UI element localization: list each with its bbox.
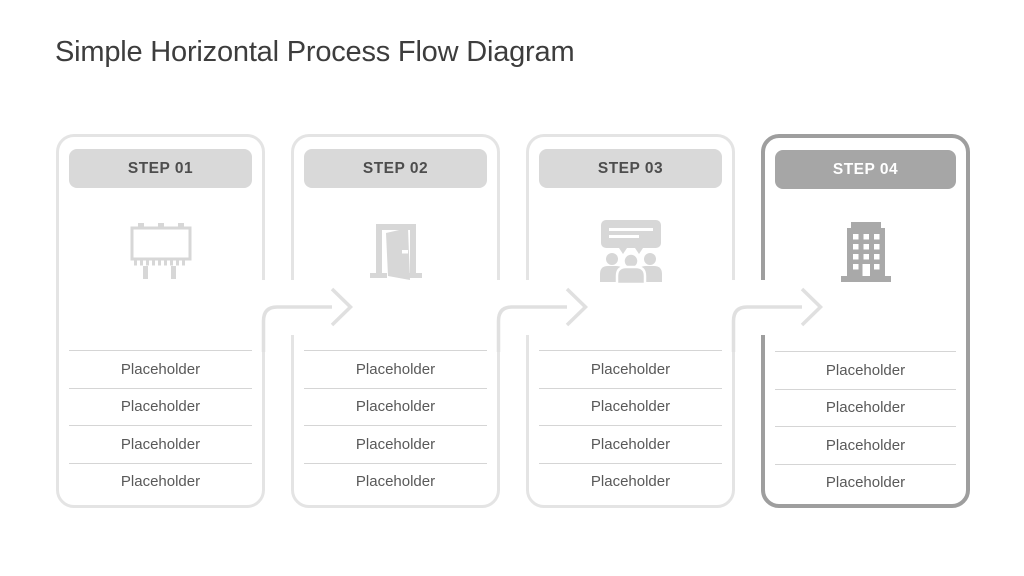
placeholder-row: Placeholder <box>69 387 252 426</box>
step-card-4: STEP 04 <box>761 134 970 508</box>
office-building-icon <box>838 220 894 289</box>
placeholder-row: Placeholder <box>304 425 487 463</box>
placeholder-row: Placeholder <box>304 462 487 501</box>
flow-arrow-1-2 <box>259 280 354 352</box>
step-3-icon-box <box>529 217 732 289</box>
placeholder-row: Placeholder <box>539 350 722 388</box>
step-3-placeholder-list: Placeholder Placeholder Placeholder Plac… <box>539 350 722 500</box>
placeholder-row: Placeholder <box>539 387 722 426</box>
placeholder-row: Placeholder <box>775 426 956 464</box>
step-2-header: STEP 02 <box>304 149 487 188</box>
open-door-icon <box>366 220 426 287</box>
placeholder-row: Placeholder <box>69 462 252 501</box>
page-title: Simple Horizontal Process Flow Diagram <box>55 36 575 68</box>
placeholder-row: Placeholder <box>69 425 252 463</box>
placeholder-row: Placeholder <box>69 350 252 388</box>
presentation-audience-icon <box>595 218 667 289</box>
step-4-icon-box <box>765 218 966 290</box>
placeholder-row: Placeholder <box>539 462 722 501</box>
step-1-icon-box <box>59 217 262 289</box>
step-1-placeholder-list: Placeholder Placeholder Placeholder Plac… <box>69 350 252 500</box>
step-card-1: STEP 01 Placeholder Placeholder <box>56 134 265 508</box>
placeholder-row: Placeholder <box>775 351 956 389</box>
billboard-icon <box>127 222 195 285</box>
placeholder-row: Placeholder <box>775 463 956 502</box>
step-card-3: STEP 03 <box>526 134 735 508</box>
flow-arrow-2-3 <box>494 280 589 352</box>
step-4-placeholder-list: Placeholder Placeholder Placeholder Plac… <box>775 351 956 501</box>
flow-arrow-3-4 <box>729 280 824 352</box>
step-4-header: STEP 04 <box>775 150 956 189</box>
step-2-placeholder-list: Placeholder Placeholder Placeholder Plac… <box>304 350 487 500</box>
step-3-header: STEP 03 <box>539 149 722 188</box>
step-1-header: STEP 01 <box>69 149 252 188</box>
placeholder-row: Placeholder <box>539 425 722 463</box>
placeholder-row: Placeholder <box>304 387 487 426</box>
placeholder-row: Placeholder <box>304 350 487 388</box>
placeholder-row: Placeholder <box>775 388 956 427</box>
step-2-icon-box <box>294 217 497 289</box>
